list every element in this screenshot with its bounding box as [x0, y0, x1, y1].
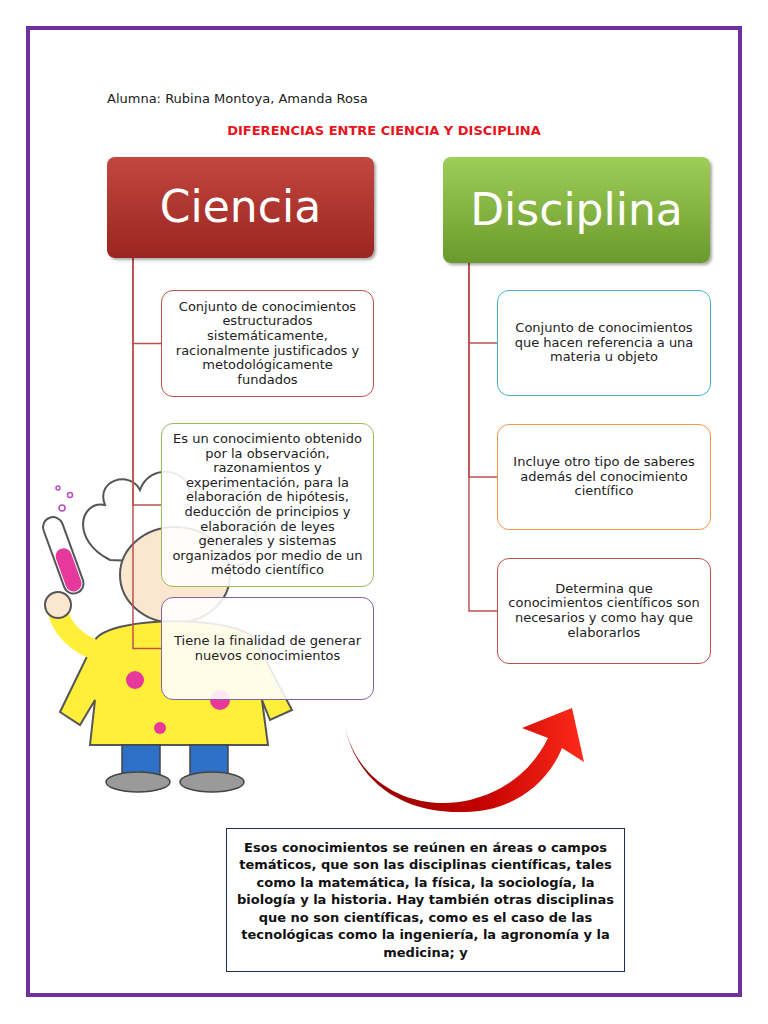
disciplina-box: Conjunto de conocimientos que hacen refe…	[497, 290, 711, 396]
student-name: Alumna: Rubina Montoya, Amanda Rosa	[107, 91, 368, 106]
disciplina-box: Incluye otro tipo de saberes además del …	[497, 424, 711, 530]
ciencia-box: Tiene la finalidad de generar nuevos con…	[161, 597, 374, 700]
tree-connector	[133, 258, 161, 505]
ciencia-box: Es un conocimiento obtenido por la obser…	[161, 423, 374, 587]
text-wrap: Ciencia	[160, 182, 321, 233]
text-wrap: Determina que conocimientos científicos …	[508, 582, 700, 640]
text-wrap: Disciplina	[470, 185, 683, 236]
ciencia-box: Conjunto de conocimientos estructurados …	[161, 290, 374, 397]
box-text: Es un conocimiento obtenido por la obser…	[172, 432, 363, 577]
tree-connector	[133, 258, 161, 649]
note-box: Esos conocimientos se reúnen en áreas o …	[226, 828, 625, 972]
frame-border	[28, 28, 740, 995]
text-wrap: Conjunto de conocimientos que hacen refe…	[508, 321, 700, 365]
text-wrap: Esos conocimientos se reúnen en áreas o …	[237, 839, 614, 962]
box-text: Determina que conocimientos científicos …	[508, 582, 700, 640]
disciplina-box: Determina que conocimientos científicos …	[497, 558, 711, 664]
tree-connector	[469, 263, 497, 477]
text-wrap: Incluye otro tipo de saberes además del …	[508, 455, 700, 499]
text-wrap: Conjunto de conocimientos estructurados …	[172, 300, 363, 387]
diagram-title: DIFERENCIAS ENTRE CIENCIA Y DISCIPLINA	[0, 123, 768, 138]
tree-connector	[469, 263, 497, 611]
box-text: Conjunto de conocimientos que hacen refe…	[508, 321, 700, 365]
box-text: Conjunto de conocimientos estructurados …	[172, 300, 363, 387]
curved-arrow	[342, 708, 584, 812]
disciplina-header: Disciplina	[443, 157, 710, 263]
ciencia-header: Ciencia	[107, 157, 374, 258]
box-text: Incluye otro tipo de saberes además del …	[508, 455, 700, 499]
header-text: Ciencia	[160, 182, 321, 233]
text-wrap: Tiene la finalidad de generar nuevos con…	[172, 634, 363, 663]
box-text: Esos conocimientos se reúnen en áreas o …	[237, 839, 614, 962]
tree-connector	[469, 263, 497, 343]
box-text: Tiene la finalidad de generar nuevos con…	[172, 634, 363, 663]
tree-connector	[133, 258, 161, 344]
text-wrap: Es un conocimiento obtenido por la obser…	[172, 432, 363, 577]
header-text: Disciplina	[470, 185, 683, 236]
